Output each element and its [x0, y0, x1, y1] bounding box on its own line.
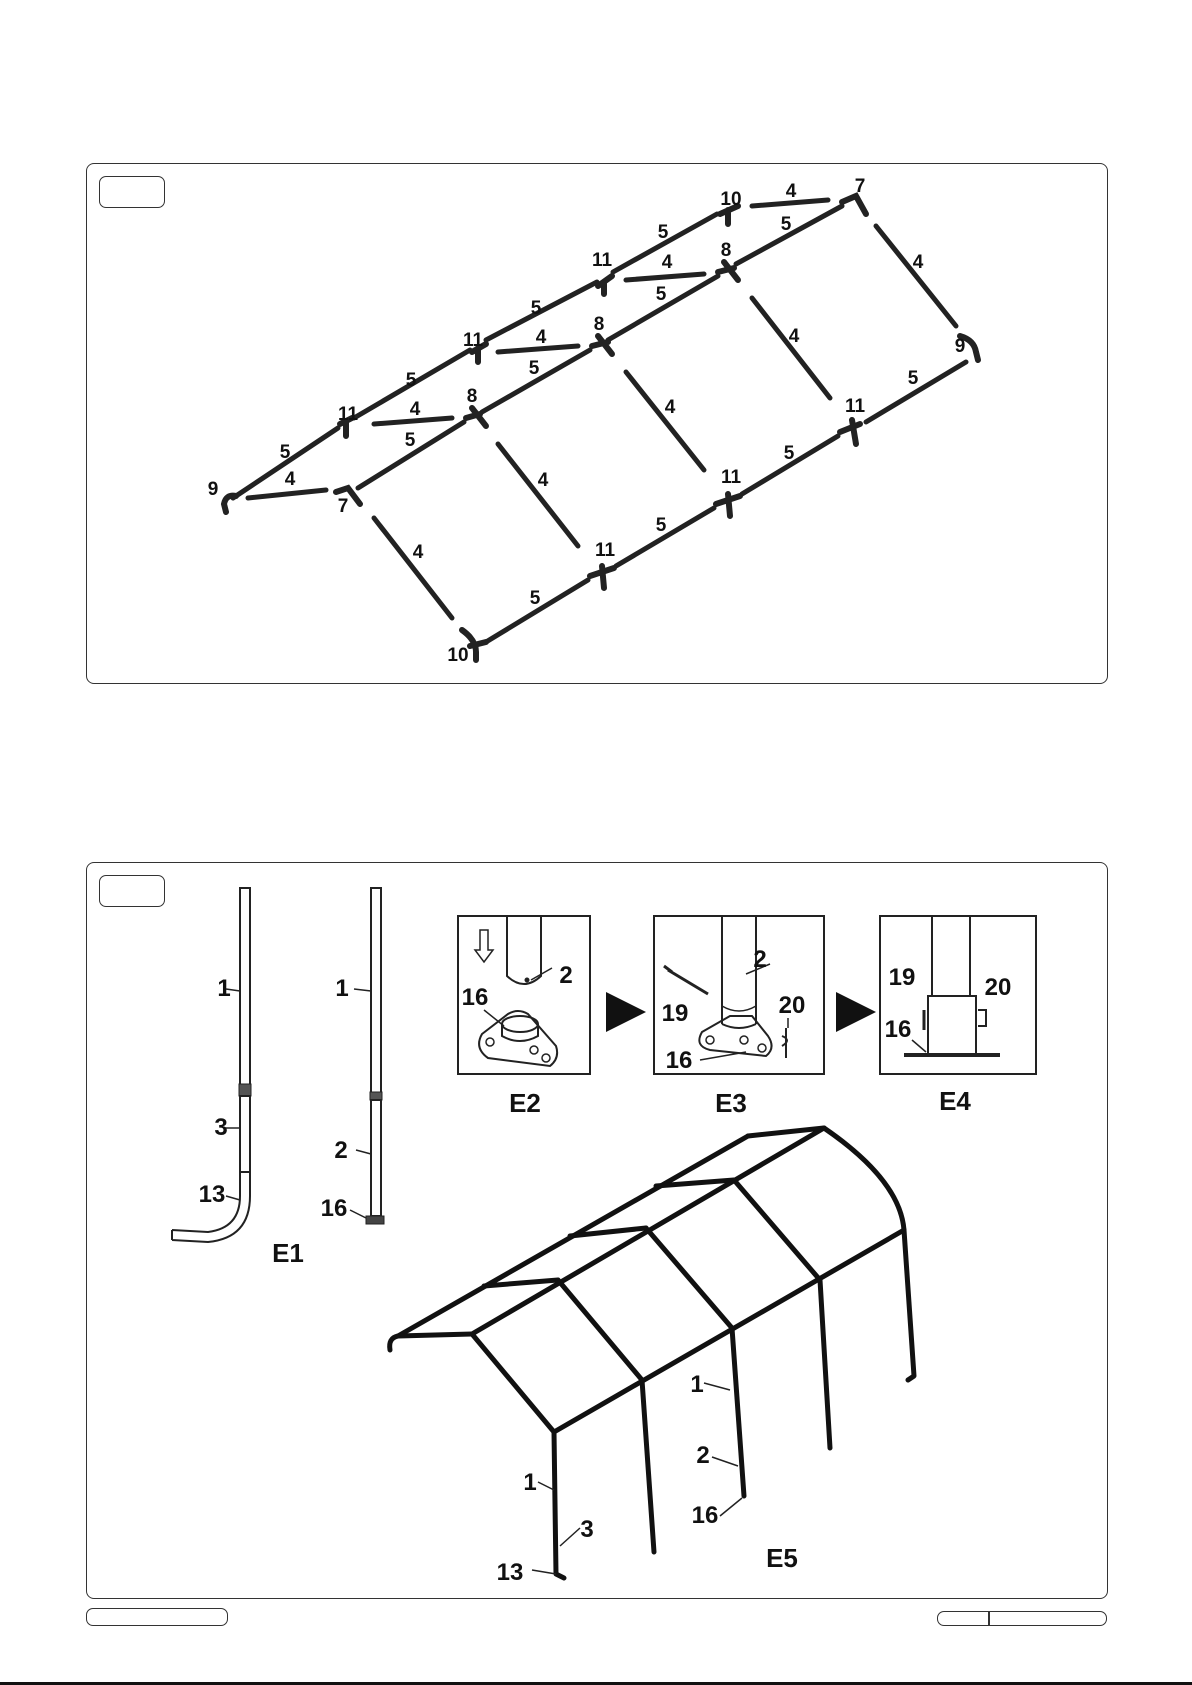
part-number-label: 4	[536, 327, 547, 348]
tube-part-4	[498, 444, 578, 546]
part-number-label: 20	[985, 974, 1012, 1001]
base-plate-part-16	[366, 1216, 384, 1224]
part-number-label: 4	[538, 470, 549, 491]
part-number-label: 4	[285, 469, 296, 490]
connector-part-11	[840, 420, 860, 444]
part-number-label: 7	[338, 496, 349, 517]
part-number-label: 13	[497, 1559, 524, 1586]
part-number-label: 2	[753, 946, 766, 973]
part-number-label: 5	[781, 214, 792, 235]
assembled-frame-e5	[390, 1128, 914, 1578]
figure-caption: E2	[509, 1088, 541, 1118]
e5-leader-lines	[532, 1383, 742, 1574]
part-number-label: 5	[406, 370, 417, 391]
detail-box-e4	[880, 916, 1036, 1074]
pin-part-20	[978, 1010, 986, 1026]
part-number-label: 5	[656, 284, 667, 305]
part-number-label: 4	[786, 181, 797, 202]
connector-part-7	[842, 196, 866, 214]
connector-part-11	[716, 494, 740, 516]
tube-part-4	[626, 274, 704, 280]
part-number-label: 10	[447, 645, 468, 666]
part-number-label: 16	[321, 1195, 348, 1222]
figure-caption: E3	[715, 1088, 747, 1118]
part-number-label: 1	[217, 975, 230, 1002]
joint-clip	[370, 1092, 382, 1100]
bolt-part-19	[664, 966, 708, 994]
connector-part-11	[598, 276, 612, 294]
part-number-label: 2	[334, 1137, 347, 1164]
part-number-label: 8	[467, 386, 478, 407]
part-number-label: 11	[721, 467, 742, 488]
part-number-label: 5	[530, 588, 541, 609]
part-number-label: 5	[908, 368, 919, 389]
pin-part-20	[782, 1028, 787, 1058]
tube-part-2	[932, 916, 970, 996]
part-number-label: 5	[280, 442, 291, 463]
tube-part-4	[876, 226, 956, 326]
part-number-label: 1	[690, 1371, 703, 1398]
leg-assembly-e1-alt	[350, 888, 384, 1224]
part-number-label: 4	[662, 252, 673, 273]
part-number-label: 20	[779, 992, 806, 1019]
tube-part-2	[507, 916, 541, 984]
tube-part-2	[371, 1100, 381, 1216]
figure-caption: E4	[939, 1086, 971, 1116]
connector-part-9	[224, 496, 236, 512]
down-arrow-icon	[475, 930, 493, 962]
part-number-label: 16	[692, 1502, 719, 1529]
part-number-label: 4	[665, 397, 676, 418]
figure-caption: E5	[766, 1543, 798, 1573]
tube-part-4	[248, 490, 326, 498]
tube-part-1	[371, 888, 381, 1096]
part-number-label: 2	[559, 962, 572, 989]
part-number-label: 3	[580, 1516, 593, 1543]
tube-part-4	[626, 372, 704, 470]
tube-part-4	[374, 518, 452, 618]
part-number-label: 16	[666, 1047, 693, 1074]
part-number-label: 13	[199, 1181, 226, 1208]
part-number-label: 11	[592, 250, 613, 271]
tube-part-1	[240, 888, 250, 1086]
bracket	[928, 996, 976, 1054]
tube-part-3	[240, 1096, 250, 1172]
figure-caption: E1	[272, 1238, 304, 1268]
part-number-label: 1	[523, 1469, 536, 1496]
part-number-label: 5	[405, 430, 416, 451]
joint-clip	[239, 1084, 251, 1096]
part-number-label: 4	[913, 252, 924, 273]
part-number-label: 19	[662, 1000, 689, 1027]
connector-part-11	[590, 566, 614, 588]
part-number-label: 8	[721, 240, 732, 261]
part-number-label: 4	[413, 542, 424, 563]
part-number-label: 4	[789, 326, 800, 347]
part-number-label: 5	[531, 298, 542, 319]
part-number-label: 10	[720, 189, 741, 210]
part-number-label: 5	[529, 358, 540, 379]
part-number-label: 5	[658, 222, 669, 243]
part-number-label: 16	[885, 1016, 912, 1043]
part-number-label: 11	[845, 396, 866, 417]
part-number-label: 11	[338, 404, 359, 425]
part-number-label: 9	[955, 336, 966, 357]
part-number-label: 5	[656, 515, 667, 536]
part-number-label: 9	[208, 479, 219, 500]
part-number-label: 11	[595, 540, 616, 561]
tube-part-4	[752, 298, 830, 398]
part-number-label: 1	[335, 975, 348, 1002]
part-number-label: 3	[214, 1114, 227, 1141]
part-number-label: 4	[410, 399, 421, 420]
part-number-label: 16	[462, 984, 489, 1011]
part-number-label: 11	[463, 330, 484, 351]
part-number-label: 2	[696, 1442, 709, 1469]
part-number-label: 5	[784, 443, 795, 464]
part-number-label: 19	[889, 964, 916, 991]
part-number-label: 8	[594, 314, 605, 335]
part-number-label: 7	[855, 176, 866, 197]
